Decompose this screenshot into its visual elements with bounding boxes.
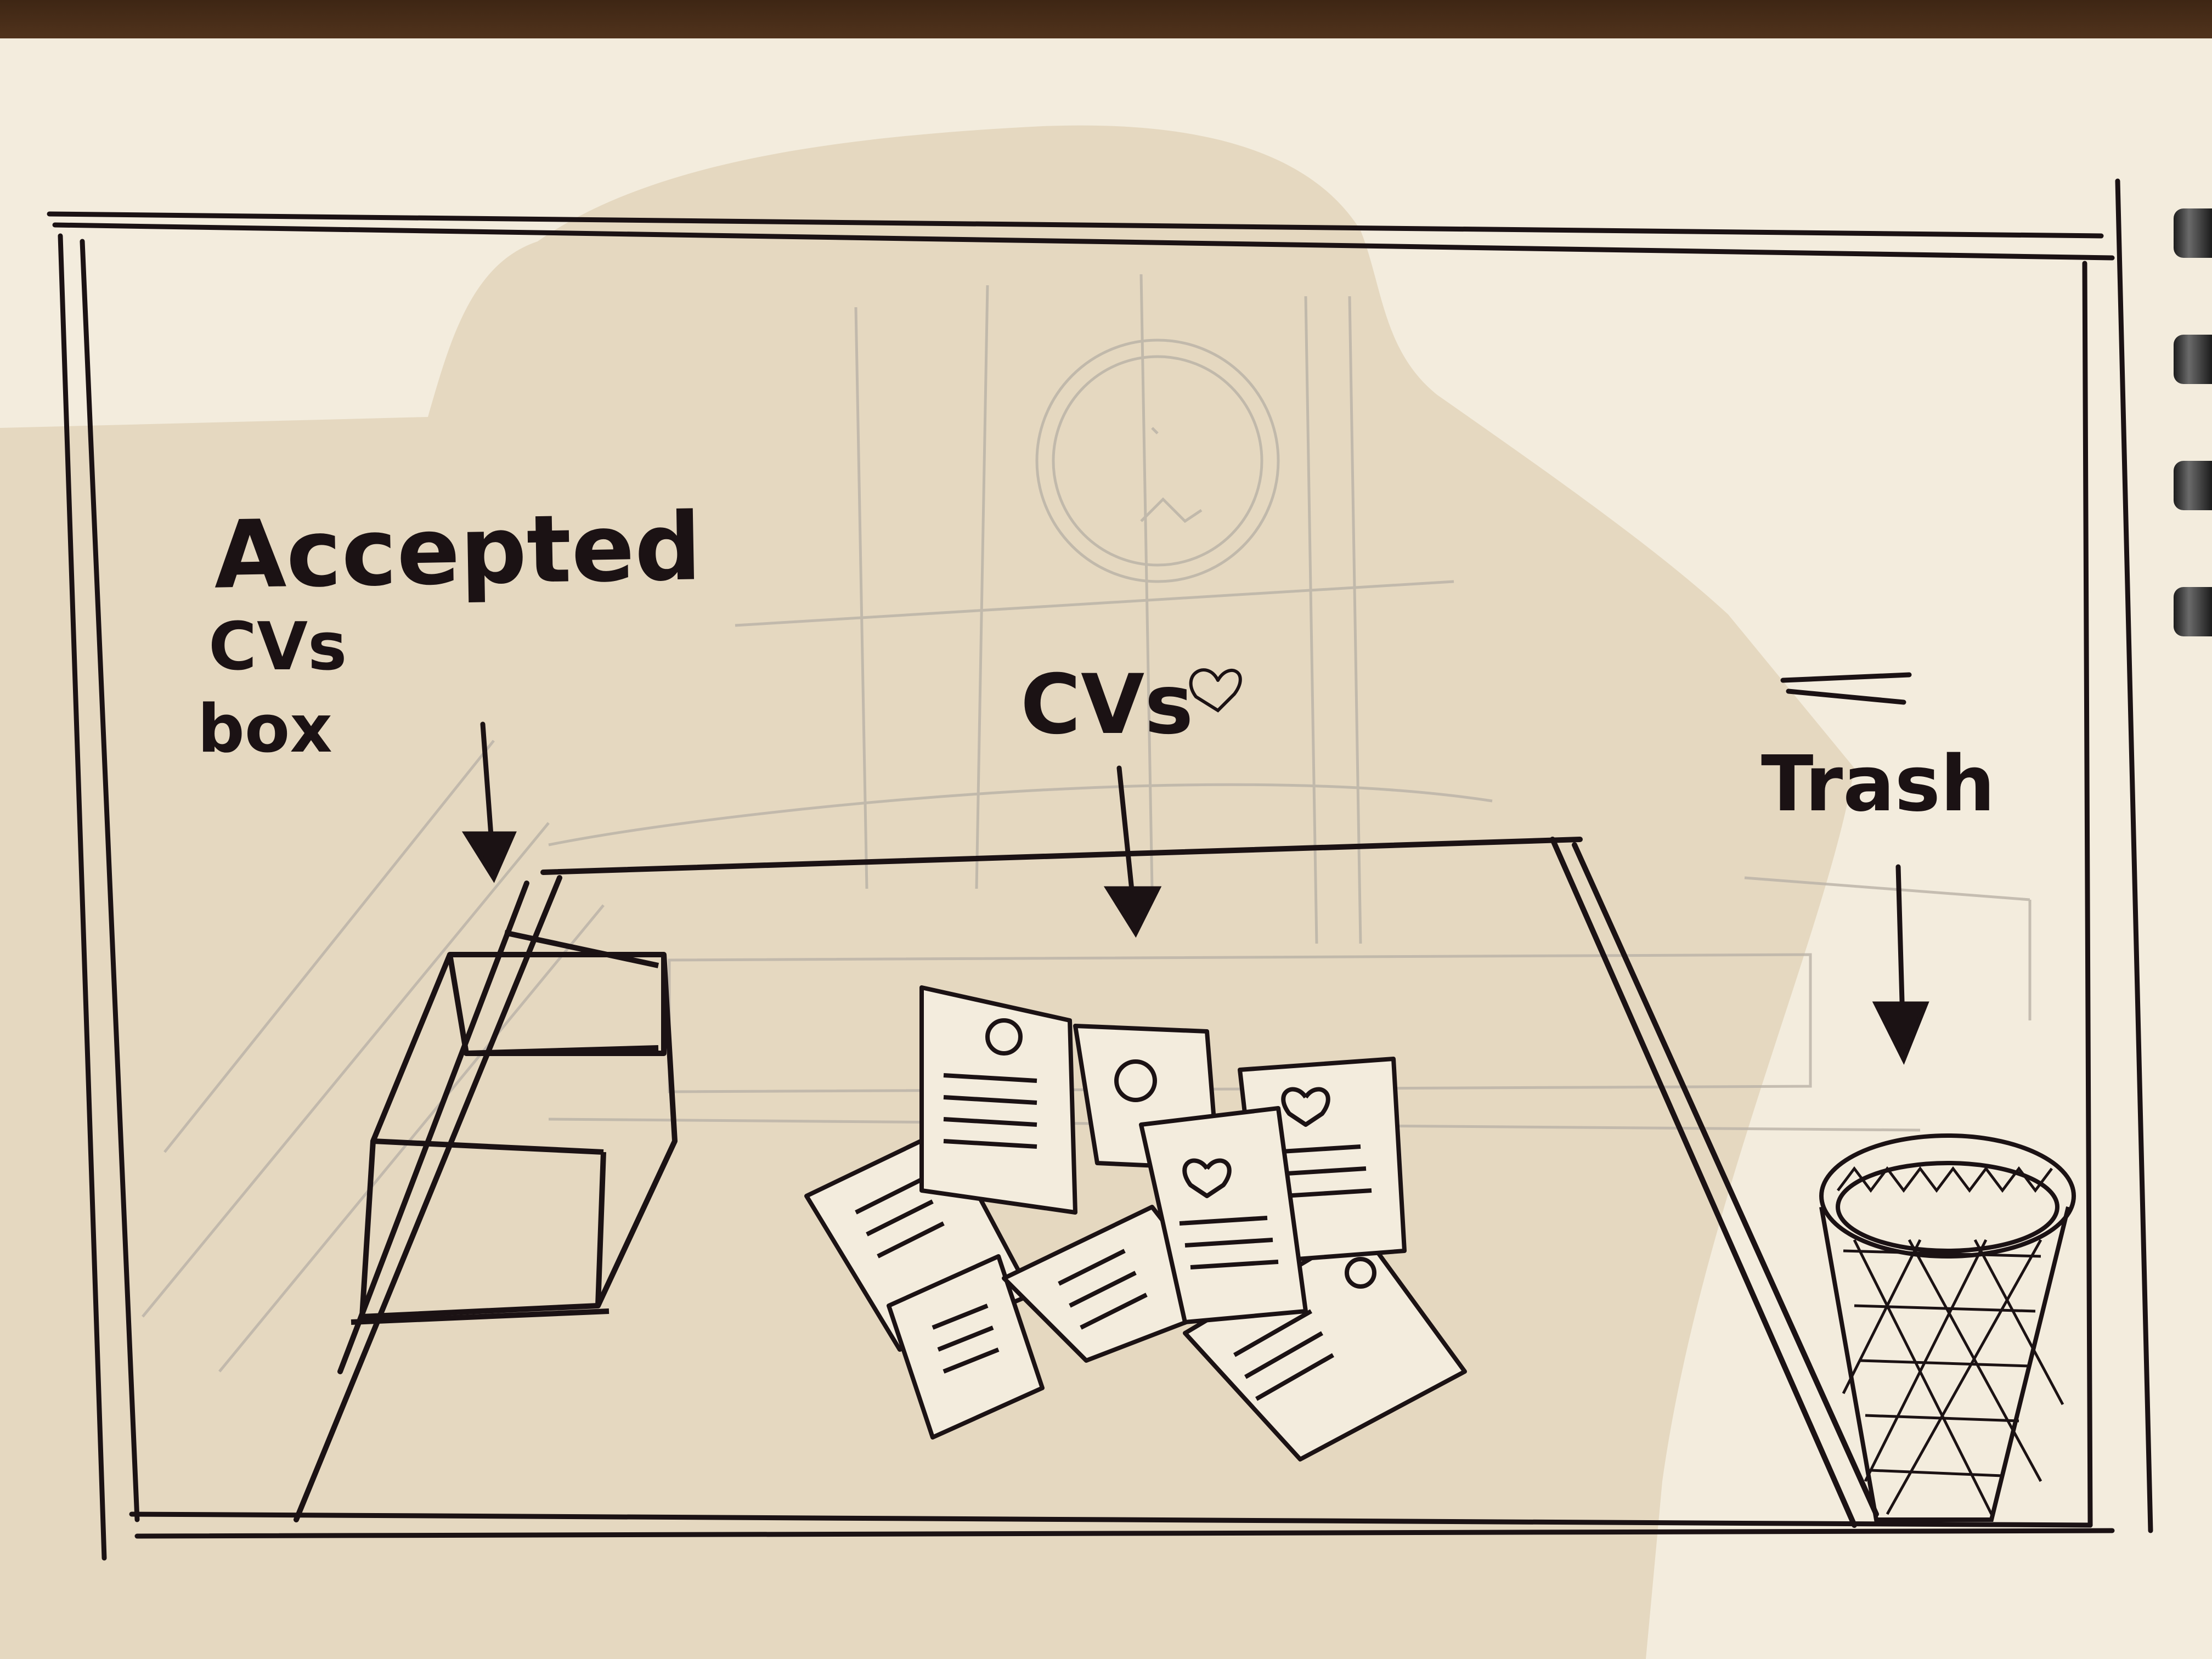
desk-outline [294, 837, 1879, 1528]
scribbled-word [1780, 672, 1912, 705]
arrow-down-icon [1872, 864, 1929, 1065]
cv-pile [804, 985, 1467, 1462]
spiral-ring [2174, 208, 2212, 258]
accepted-label: Accepted [213, 493, 703, 610]
spiral-ring [2174, 461, 2212, 510]
annotation-arrows [461, 668, 1929, 1065]
accepted-cvs-label: CVs [208, 609, 347, 685]
arrow-down-icon [1103, 765, 1162, 938]
accepted-box-label: box [198, 691, 332, 768]
cvs-label: CVs [1020, 657, 1194, 753]
wastebasket-icon [1819, 1133, 2076, 1522]
trash-label: Trash [1761, 740, 1995, 829]
cv-paper-icon [1139, 1106, 1308, 1324]
canvas-frame [47, 178, 2153, 1561]
cv-paper-icon [919, 985, 1077, 1215]
heart-icon [1189, 668, 1242, 713]
arrow-down-icon [461, 721, 517, 883]
cv-paper-icon [1183, 1227, 1467, 1462]
accepted-box-icon [351, 930, 678, 1325]
spiral-ring [2174, 335, 2212, 384]
cv-paper-icon [887, 1254, 1045, 1440]
spiral-ring [2174, 587, 2212, 636]
